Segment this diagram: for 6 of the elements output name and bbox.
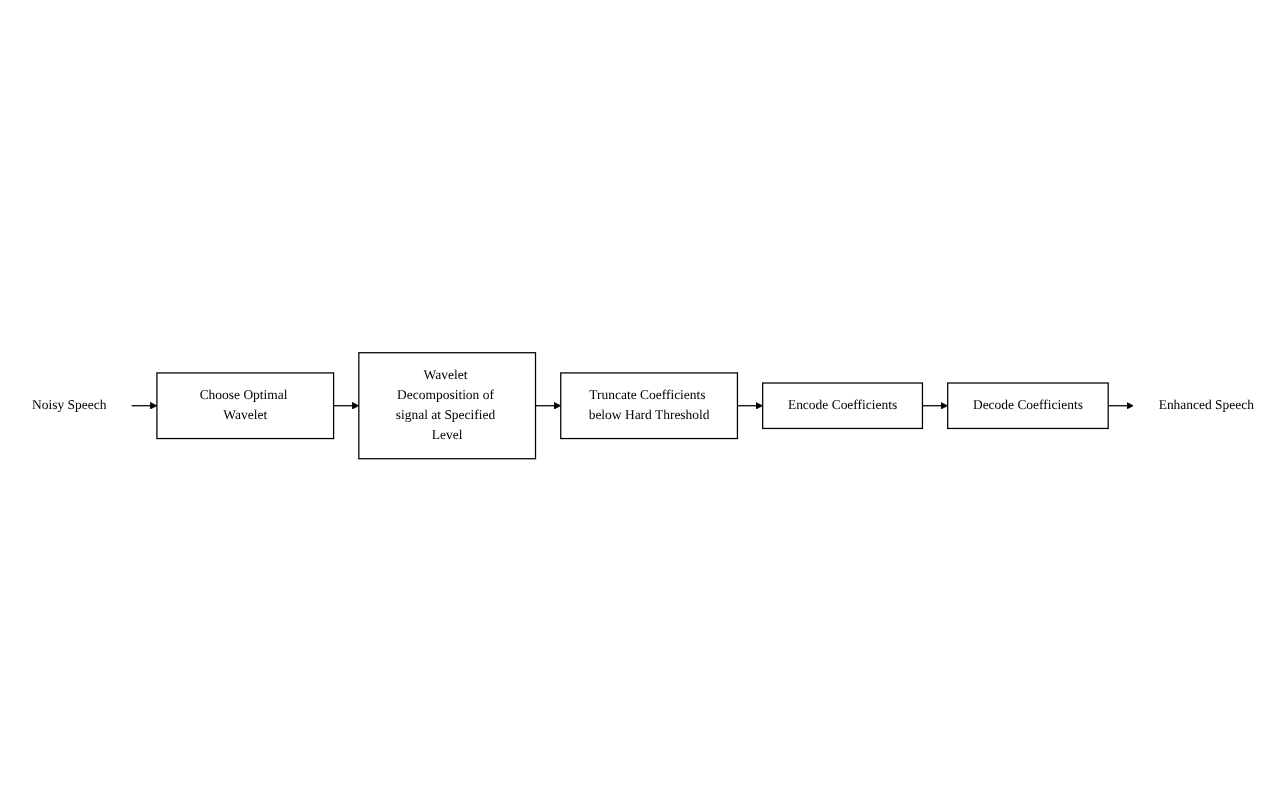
arrow [736, 401, 763, 409]
arrow [131, 401, 158, 409]
arrow [332, 401, 360, 409]
arrow [921, 401, 948, 409]
arrow [534, 401, 562, 409]
arrow [1107, 401, 1134, 409]
